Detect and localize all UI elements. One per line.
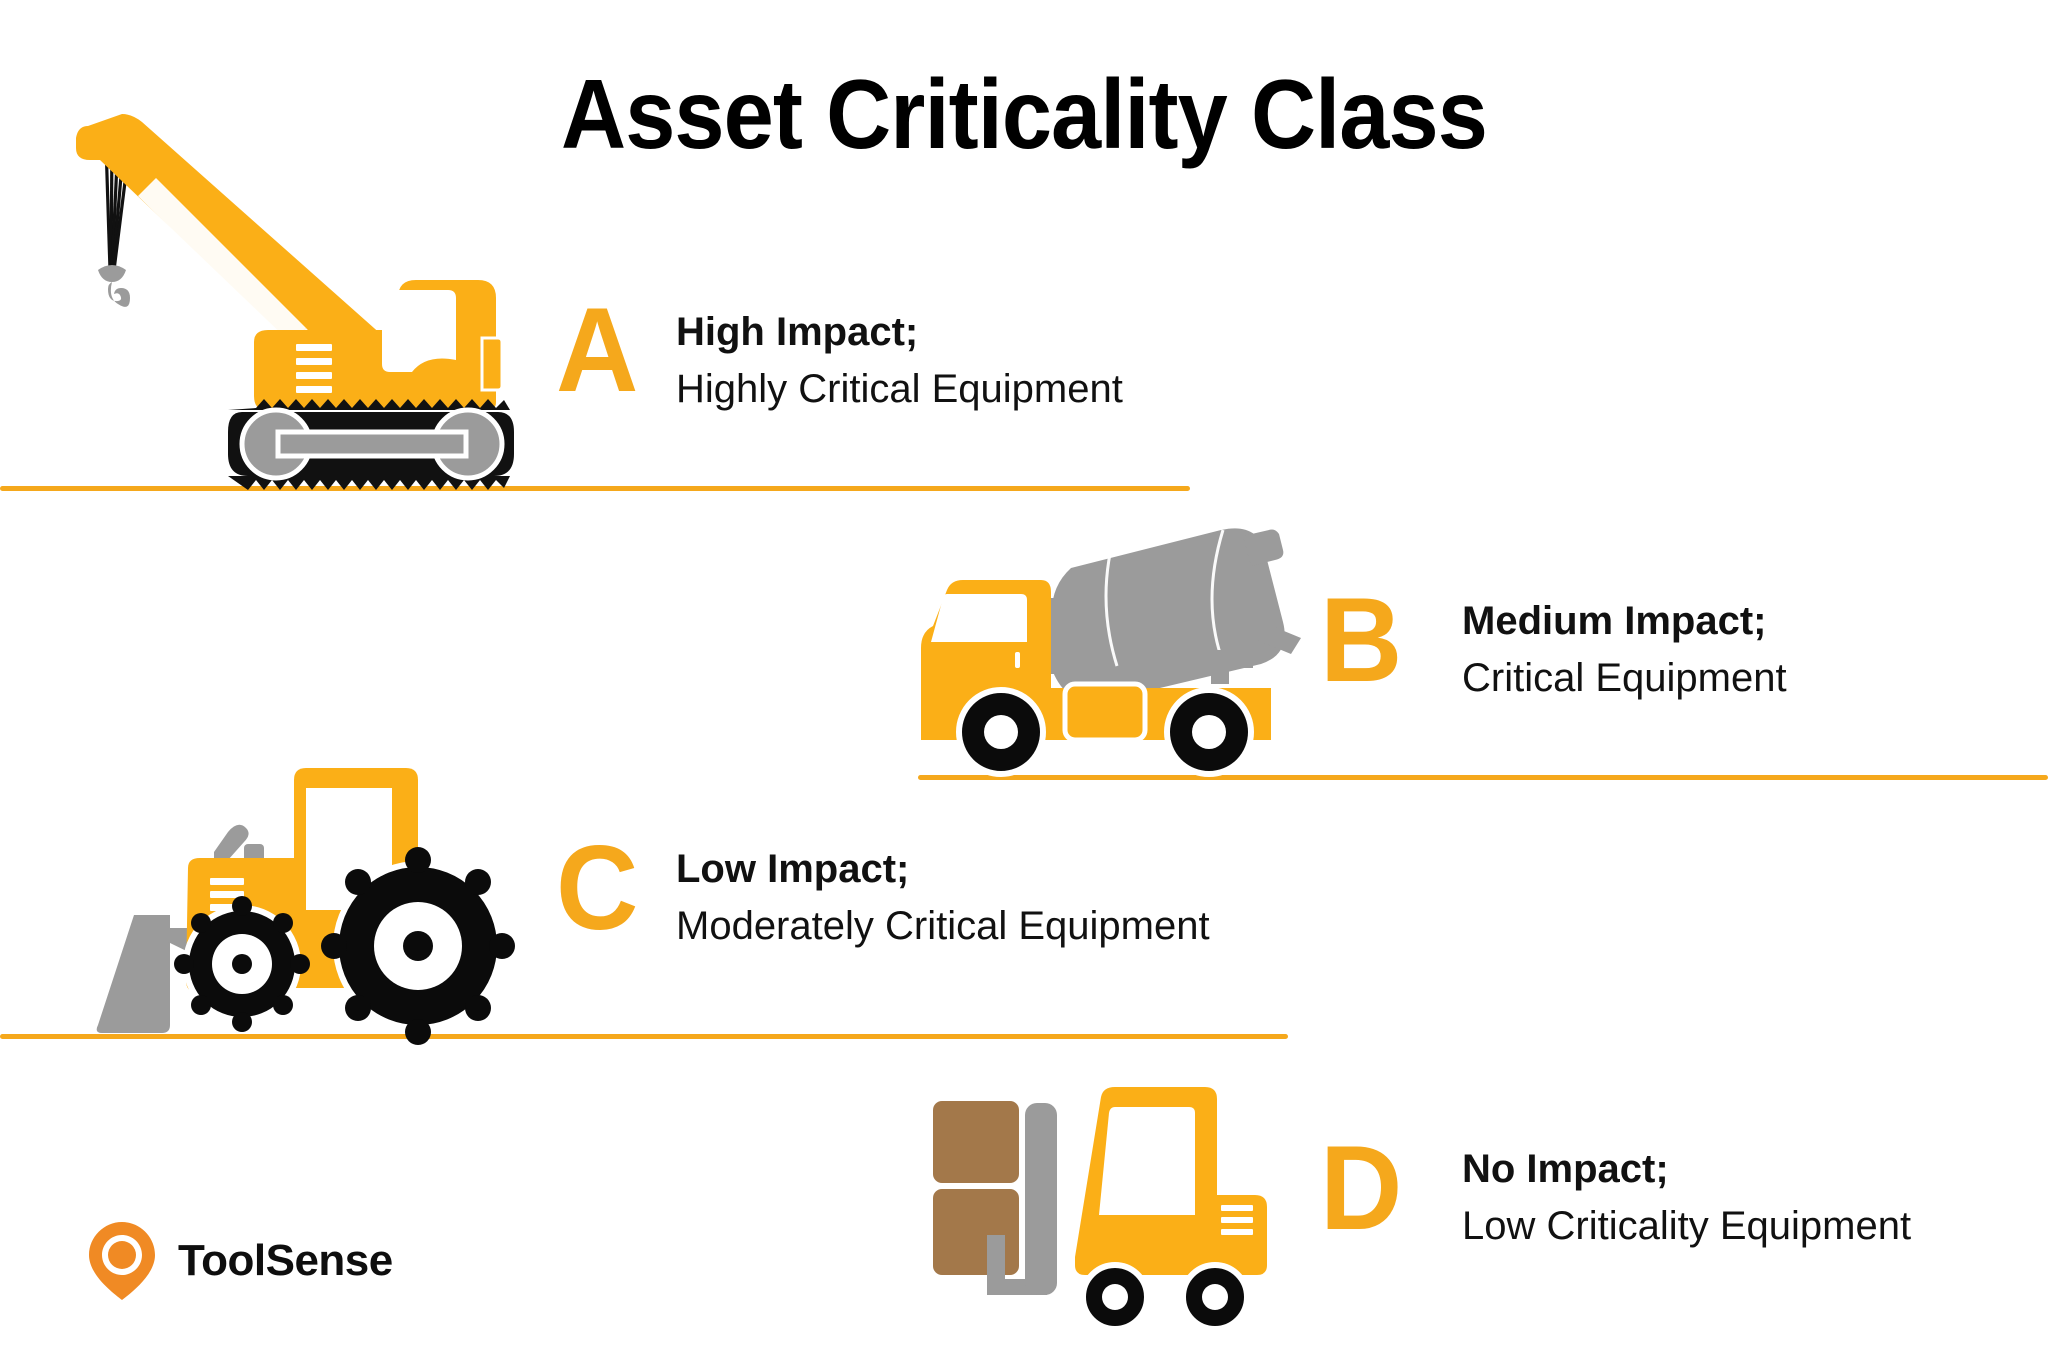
cement-mixer-truck-icon (921, 525, 1301, 777)
toolsense-logo[interactable]: ToolSense (84, 1218, 393, 1304)
row-subline-b: Critical Equipment (1462, 656, 1787, 701)
row-copy-b: Medium Impact; Critical Equipment (1462, 598, 1787, 702)
forklift-icon (933, 1087, 1267, 1332)
row-headline-b: Medium Impact; (1462, 599, 1767, 643)
row-copy-d: No Impact; Low Criticality Equipment (1462, 1146, 1911, 1250)
row-headline-c: Low Impact; (676, 847, 910, 891)
row-subline-a: Highly Critical Equipment (676, 367, 1123, 412)
row-letter-b: B (1320, 573, 1403, 707)
location-pin-icon (89, 1222, 155, 1300)
row-headline-a: High Impact; (676, 310, 919, 354)
wheel-loader-tractor-icon (96, 768, 515, 1045)
row-letter-d: D (1320, 1121, 1403, 1255)
toolsense-logo-text: ToolSense (178, 1236, 393, 1285)
divider-row-b (918, 775, 2048, 780)
row-headline-d: No Impact; (1462, 1147, 1669, 1191)
row-copy-a: High Impact; Highly Critical Equipment (676, 309, 1123, 413)
page-title: Asset Criticality Class (561, 59, 1488, 169)
divider-row-c (0, 1034, 1288, 1039)
row-subline-c: Moderately Critical Equipment (676, 904, 1210, 949)
row-letter-c: C (556, 821, 639, 955)
row-letter-a: A (556, 283, 639, 417)
row-copy-c: Low Impact; Moderately Critical Equipmen… (676, 846, 1210, 950)
divider-row-a (0, 486, 1190, 491)
crawler-crane-icon (76, 114, 514, 490)
row-subline-d: Low Criticality Equipment (1462, 1204, 1912, 1249)
